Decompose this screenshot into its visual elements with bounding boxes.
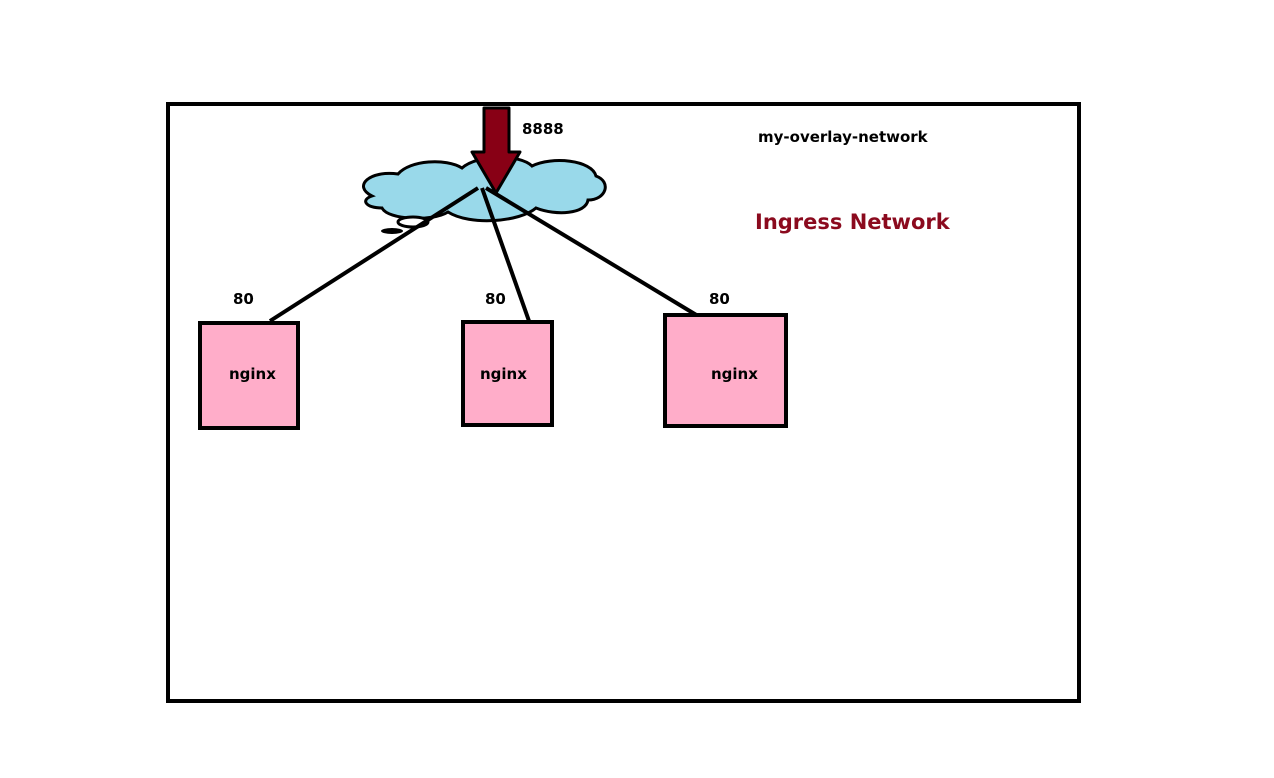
container-name-label-3: nginx: [711, 365, 758, 383]
overlay-network-boundary: [166, 102, 1081, 703]
ingress-arrow: [470, 106, 522, 195]
link-to-nginx-3: [484, 186, 700, 318]
overlay-network-name: my-overlay-network: [758, 128, 928, 146]
ingress-network-label: Ingress Network: [755, 210, 950, 234]
container-port-label-1: 80: [233, 290, 254, 308]
container-name-label-2: nginx: [480, 365, 527, 383]
link-to-nginx-2: [480, 187, 531, 322]
nginx-container-3: [663, 313, 788, 428]
link-to-nginx-1: [268, 186, 480, 323]
published-port-label: 8888: [522, 120, 564, 138]
container-name-label-1: nginx: [229, 365, 276, 383]
container-port-label-2: 80: [485, 290, 506, 308]
container-port-label-3: 80: [709, 290, 730, 308]
nginx-container-1: [198, 321, 300, 430]
nginx-container-2: [461, 320, 554, 427]
